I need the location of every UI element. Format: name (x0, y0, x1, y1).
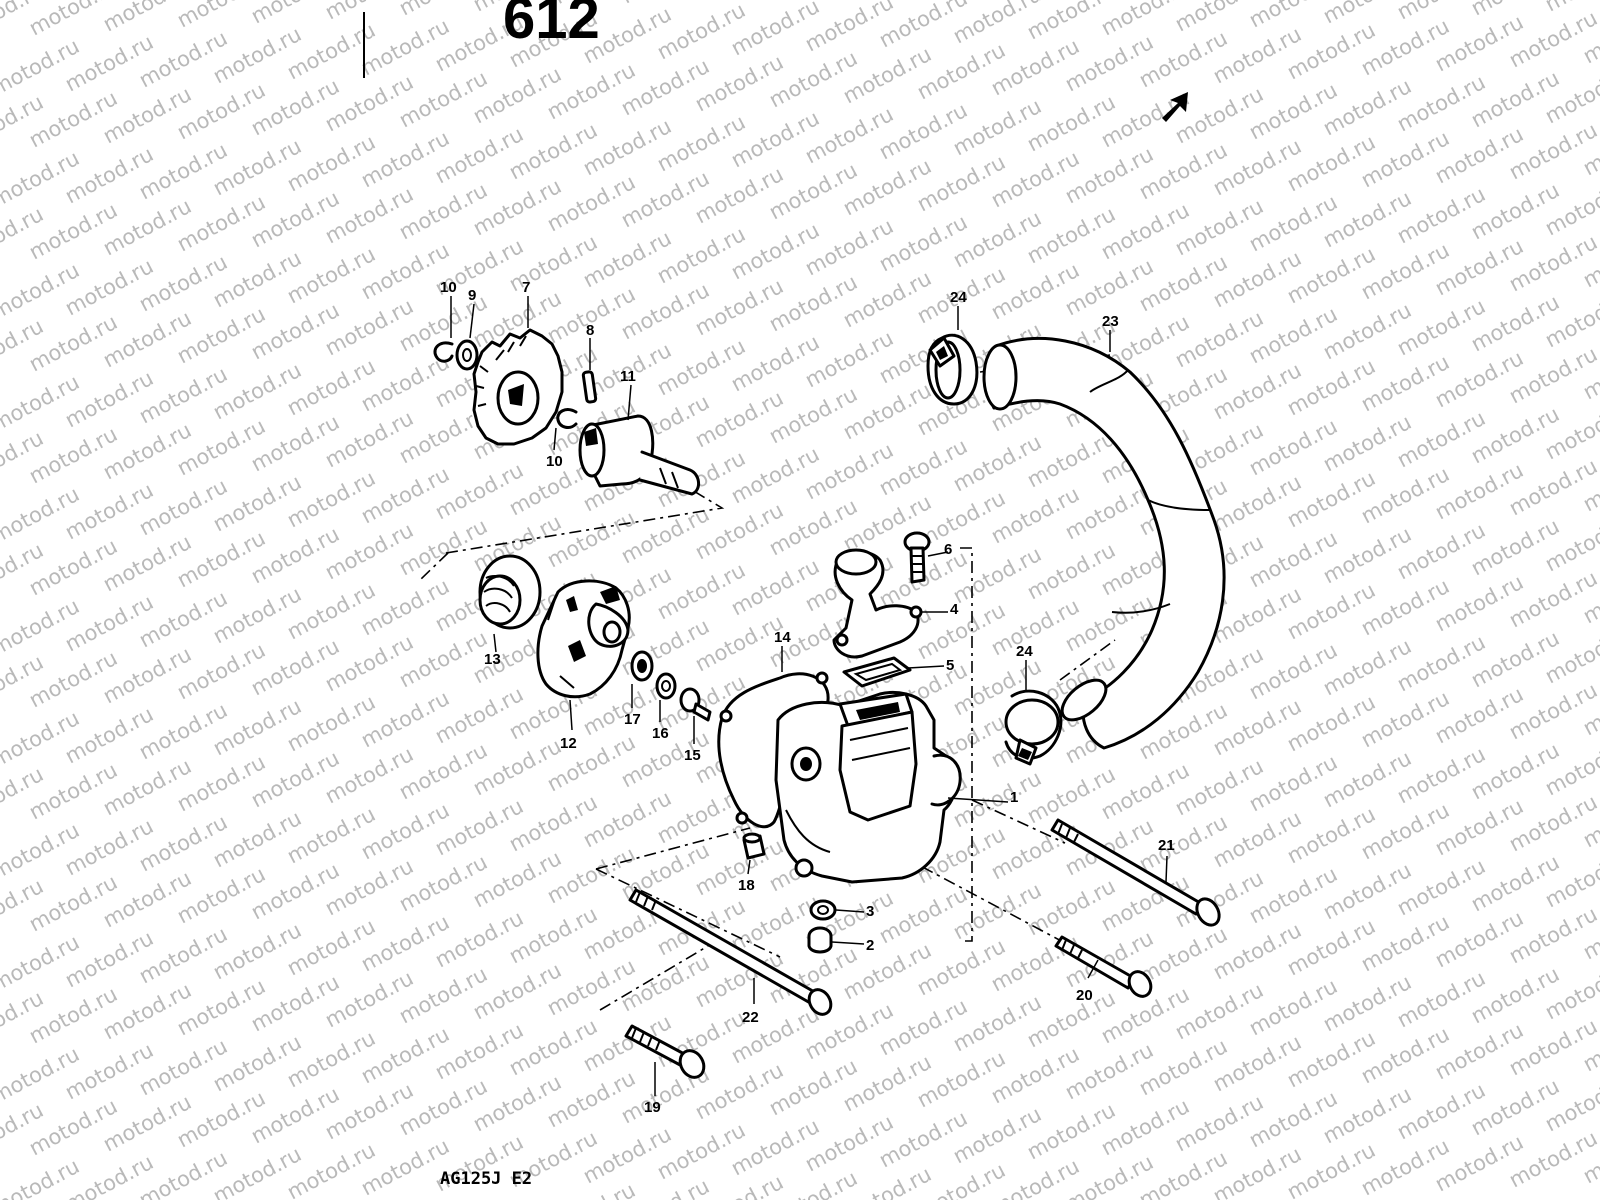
part-callout-18: 18 (738, 877, 755, 894)
gasket-5 (842, 656, 912, 688)
part-callout-15: 15 (684, 747, 701, 764)
part-callout-6: 6 (944, 541, 952, 558)
part-callout-10-lower: 10 (546, 453, 563, 470)
part-callout-16: 16 (652, 725, 669, 742)
part-callout-10-upper: 10 (440, 279, 457, 296)
pump-drive-gear (472, 328, 564, 446)
part-callout-3: 3 (866, 903, 874, 920)
part-callout-8: 8 (586, 322, 594, 339)
part-callout-21: 21 (1158, 837, 1175, 854)
circlip-10-upper (433, 341, 454, 363)
washer-9 (455, 339, 479, 371)
page-number: 612 (503, 0, 600, 51)
part-callout-24-upper: 24 (950, 289, 967, 306)
seal-ring-17 (630, 650, 654, 682)
bolt-22 (628, 888, 833, 1016)
water-hose-23 (982, 336, 1226, 750)
bolt-19 (624, 1024, 706, 1079)
bolt-15 (679, 687, 712, 722)
part-callout-13: 13 (484, 651, 501, 668)
part-callout-22: 22 (742, 1009, 759, 1026)
part-callout-14: 14 (774, 629, 791, 646)
washer-3 (809, 899, 837, 921)
mechanical-seal-13 (478, 554, 542, 630)
part-callout-2: 2 (866, 937, 874, 954)
part-callout-4: 4 (950, 601, 959, 618)
part-callout-5: 5 (946, 657, 954, 674)
outlet-elbow-4 (832, 548, 923, 659)
drain-plug-2 (807, 926, 833, 954)
part-callouts: 1 2 3 4 5 6 7 8 9 10 10 11 12 13 14 15 1… (440, 279, 1175, 1116)
leader-lines (450, 296, 1168, 1096)
part-callout-9: 9 (468, 287, 476, 304)
part-callout-24-lower: 24 (1016, 643, 1033, 660)
water-pump-body-1 (774, 691, 962, 884)
model-code: AG125J E2 (440, 1169, 532, 1189)
hose-clamp-24-upper (926, 333, 979, 406)
circlip-10-lower (556, 408, 578, 429)
part-callout-7: 7 (522, 279, 530, 296)
long-bolt-21 (1050, 818, 1221, 927)
bolt-20 (1054, 935, 1153, 998)
bolt-6 (903, 531, 931, 584)
part-callout-20: 20 (1076, 987, 1093, 1004)
dowel-18 (742, 832, 766, 860)
hose-clamp-24-lower (1004, 689, 1063, 766)
part-callout-19: 19 (644, 1099, 661, 1116)
front-direction-arrow-icon (1162, 92, 1188, 122)
part-callout-17: 17 (624, 711, 641, 728)
impeller-12 (536, 579, 631, 699)
part-callout-12: 12 (560, 735, 577, 752)
washer-16 (655, 672, 677, 700)
pin-8 (581, 370, 598, 404)
part-callout-1: 1 (1010, 789, 1018, 806)
part-callout-11: 11 (620, 368, 636, 385)
part-callout-23: 23 (1102, 313, 1119, 330)
pump-shaft-11 (578, 414, 700, 496)
